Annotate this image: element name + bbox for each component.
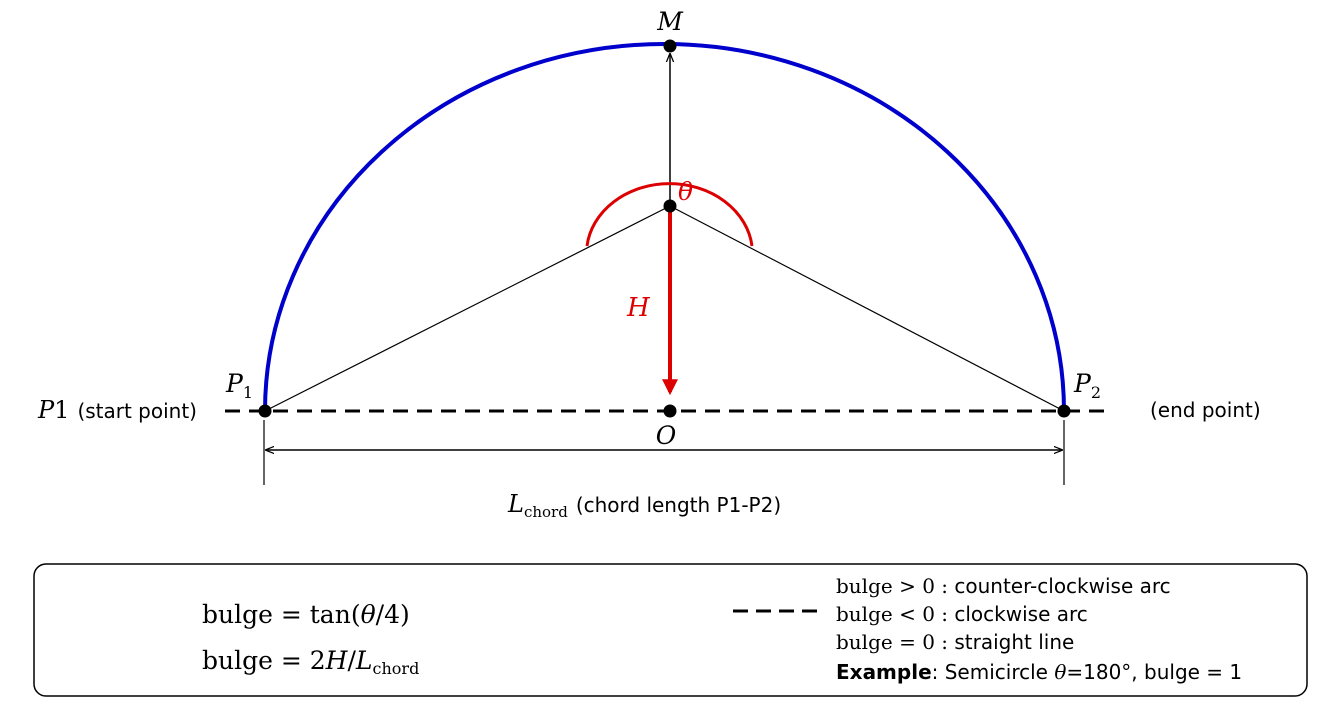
- label-p1: P1: [225, 369, 253, 402]
- point-center-dot: [663, 199, 677, 213]
- point-m-dot: [663, 39, 677, 53]
- point-o-dot: [663, 404, 677, 418]
- label-theta: θ: [678, 177, 693, 206]
- legend-line-negative: bulge < 0 : clockwise arc: [836, 602, 1088, 626]
- point-p2-dot: [1057, 404, 1071, 418]
- legend-example: Example: Semicircle θ=180°, bulge = 1: [836, 660, 1242, 684]
- legend-box: [33, 563, 1308, 697]
- legend-line-positive: bulge > 0 : counter-clockwise arc: [836, 574, 1171, 598]
- radius-line-p2: [669, 205, 1065, 412]
- legend-line-zero: bulge = 0 : straight line: [836, 630, 1074, 654]
- label-start-point: P1(start point): [37, 396, 197, 424]
- legend-formula-tan: bulge = tan(θ/4): [202, 600, 410, 629]
- bulge-arc: [263, 42, 1066, 412]
- theta-angle-arc: [585, 182, 754, 247]
- label-o: O: [656, 421, 677, 450]
- label-m: M: [656, 7, 684, 36]
- radius-line-p1: [264, 205, 671, 412]
- label-h: H: [626, 293, 651, 323]
- point-p1-dot: [258, 404, 272, 418]
- legend-formula-height: bulge = 2H/Lchord: [202, 646, 419, 678]
- label-chord-length: Lchord(chord length P1-P2): [507, 490, 781, 521]
- label-end-point: (end point): [1150, 398, 1261, 422]
- label-p2: P2: [1073, 369, 1101, 402]
